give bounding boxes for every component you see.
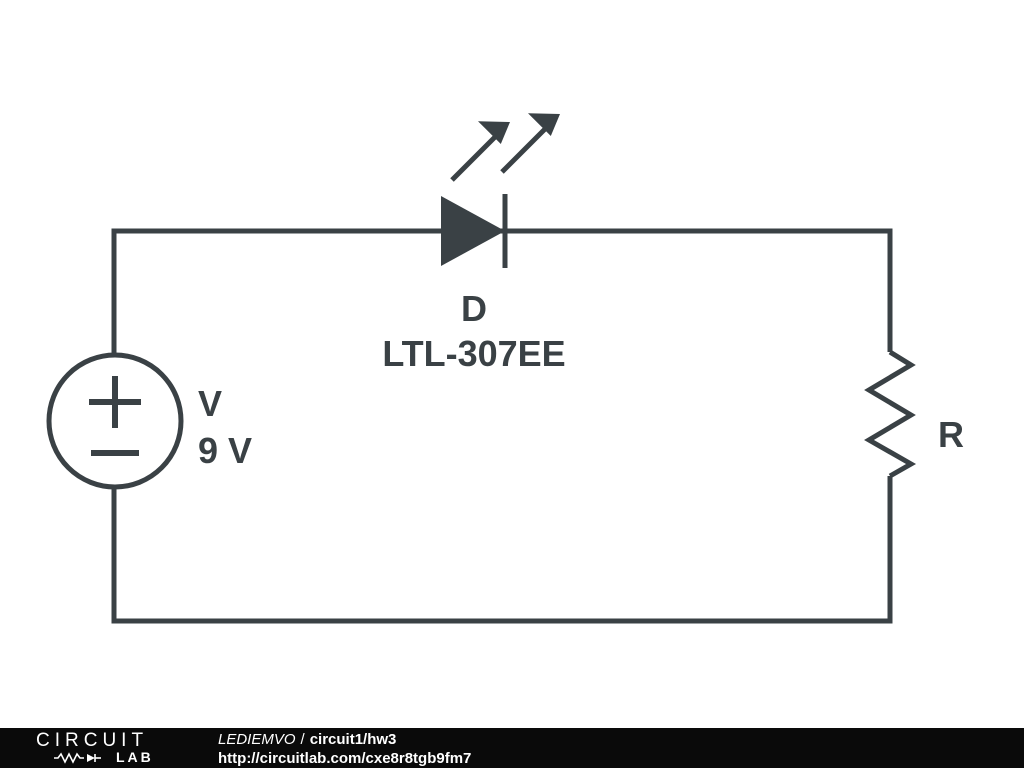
light-arrow-icon xyxy=(500,113,560,174)
resistor-symbol xyxy=(864,349,917,479)
light-arrow-icon xyxy=(450,121,510,182)
voltage-source-circle xyxy=(46,352,184,490)
wire-bottom-loop xyxy=(111,476,893,624)
source-ref-label: V xyxy=(198,383,222,424)
footer-title-line: LEDIEMVO/circuit1/hw3 xyxy=(218,730,471,749)
footer-url: http://circuitlab.com/cxe8r8tgb9fm7 xyxy=(218,750,472,767)
footer-circuit-title: circuit1/hw3 xyxy=(309,731,397,748)
circuitlab-logo: CIRCUIT LAB xyxy=(36,731,154,765)
led-anode-triangle xyxy=(441,196,505,266)
voltage-source-symbol xyxy=(46,352,184,490)
led-ref-label: D xyxy=(461,288,487,329)
source-value-label: 9 V xyxy=(198,430,252,471)
footer-meta: LEDIEMVO/circuit1/hw3 http://circuitlab.… xyxy=(218,730,471,768)
resistor-ref-label: R xyxy=(938,414,964,455)
resistor-diode-glyph-icon xyxy=(54,751,101,764)
logo-lab-text: LAB xyxy=(116,749,154,765)
footer-separator: / xyxy=(300,731,305,748)
resistor-zigzag xyxy=(864,349,917,479)
led-part-label: LTL-307EE xyxy=(382,333,565,374)
plus-icon xyxy=(89,376,141,428)
footer-author: LEDIEMVO xyxy=(218,731,296,748)
logo-bottom-row: LAB xyxy=(54,750,154,765)
footer-bar: CIRCUIT LAB LEDIEMVO/circuit1/hw3 http:/… xyxy=(0,728,1024,768)
led-symbol xyxy=(441,113,560,268)
circuit-schematic: D LTL-307EE V 9 V R xyxy=(46,113,964,624)
logo-circuit-text: CIRCUIT xyxy=(36,730,149,751)
